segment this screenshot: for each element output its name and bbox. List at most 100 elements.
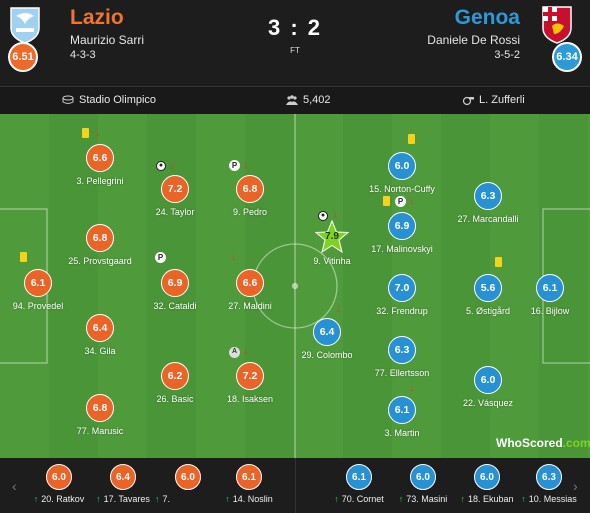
sub-off-icon: ↓: [243, 159, 249, 171]
player-name: 26. Basic: [156, 394, 194, 404]
player-frendrup[interactable]: 7.0 32. Frendrup: [357, 274, 447, 316]
player-pellegrini[interactable]: 6.6 3. Pellegrini: [55, 144, 145, 186]
yellow-card-icon: [82, 128, 89, 138]
player-rating: 6.6: [236, 269, 264, 297]
player-name: 32. Frendrup: [376, 306, 428, 316]
player-rating: 6.8: [86, 224, 114, 252]
player-name: 15. Norton-Cuffy: [369, 184, 435, 194]
home-subs: ‹ 6.0 ↑20. Ratkov 6.4 ↑17. Tavares 6.0 ↑…: [0, 458, 295, 513]
player-bijlow[interactable]: 6.1 16. Bijlow: [505, 274, 590, 316]
goal-ball-icon: ●: [156, 160, 166, 171]
player-rating: 7.0: [388, 274, 416, 302]
player-norton-cuffy[interactable]: 6.0 15. Norton-Cuffy: [357, 152, 447, 194]
venue-info: Stadio Olimpico: [62, 94, 156, 106]
player-name: 5. Østigård: [465, 306, 511, 316]
sub-ekuban[interactable]: 6.0 ↑18. Ekuban: [452, 464, 522, 504]
away-formation: 3-5-2: [494, 49, 520, 61]
venue-name: Stadio Olimpico: [79, 94, 157, 106]
player-gila[interactable]: 6.4 34. Gila: [55, 314, 145, 356]
assist-icon: A: [229, 346, 240, 358]
sub-rating: 6.1: [236, 464, 262, 490]
genoa-crest-icon: [542, 6, 572, 44]
match-score: 3 : 2: [267, 15, 323, 40]
sub-on-icon: ↑: [225, 494, 230, 504]
player-provedel[interactable]: 6.1 94. Provedel: [0, 269, 83, 311]
sub-tavares[interactable]: 6.4 ↑17. Tavares: [88, 464, 158, 504]
sub-player-name: 17. Tavares: [103, 494, 150, 504]
player-name: 22. Vásquez: [462, 398, 514, 408]
player-name: 25. Provstgaard: [68, 256, 132, 266]
sub-ratkov[interactable]: 6.0 ↑20. Ratkov: [24, 464, 94, 504]
player-rating: 6.2: [161, 362, 189, 390]
sub-player-7[interactable]: 6.0 ↑7.: [153, 464, 223, 504]
player-isaksen[interactable]: 7.2 18. Isaksen: [205, 362, 295, 404]
sub-off-icon: ↓: [231, 251, 237, 263]
penalty-icon: P: [155, 252, 166, 263]
player-provstgaard[interactable]: 6.8 25. Provstgaard: [55, 224, 145, 266]
player-marcandalli[interactable]: 6.3 27. Marcandalli: [443, 182, 533, 224]
whistle-icon: [462, 96, 474, 106]
sub-player-name: 73. Masini: [406, 494, 448, 504]
player-martin[interactable]: 6.1 3. Martin: [357, 396, 447, 438]
sub-masini[interactable]: 6.0 ↑73. Masini: [388, 464, 458, 504]
sub-rating: 6.3: [536, 464, 562, 490]
scroll-left-arrow-icon[interactable]: ‹: [12, 478, 17, 494]
player-name: 27. Maldini: [228, 301, 272, 311]
sub-player-name: 18. Ekuban: [467, 494, 514, 504]
match-status: FT: [290, 46, 300, 55]
player-rating: 6.4: [86, 314, 114, 342]
player-cataldi[interactable]: 6.9 32. Cataldi: [130, 269, 220, 311]
player-rating: 6.0: [388, 152, 416, 180]
player-name: 16. Bijlow: [530, 306, 570, 316]
player-vitinha[interactable]: 7.9 9. Vitinha: [287, 220, 377, 266]
player-pedro[interactable]: 6.8 9. Pedro: [205, 175, 295, 217]
player-basic[interactable]: 6.2 26. Basic: [130, 362, 220, 404]
player-taylor[interactable]: 7.2 24. Taylor: [130, 175, 220, 217]
player-name: 24. Taylor: [155, 207, 195, 217]
stadium-icon: [62, 95, 74, 104]
goal-ball-icon: ●: [318, 210, 328, 221]
sub-on-icon: ↑: [33, 494, 39, 504]
sub-messias[interactable]: 6.3 ↑10. Messias: [514, 464, 584, 504]
player-name: 94. Provedel: [12, 301, 64, 311]
player-name: 3. Pellegrini: [76, 176, 124, 186]
player-malinovskyi[interactable]: 6.9 17. Malinovskyi: [357, 212, 447, 254]
away-subs: 6.1 ↑70. Cornet 6.0 ↑73. Masini 6.0 ↑18.…: [295, 458, 590, 513]
player-name: 9. Vitinha: [313, 256, 351, 266]
player-ostigard[interactable]: 5.6 5. Østigård: [443, 274, 533, 316]
home-team-name[interactable]: Lazio: [70, 6, 124, 29]
sub-rating: 6.1: [346, 464, 372, 490]
whoscored-logo: WhoScored.com: [496, 436, 590, 450]
player-rating: 5.6: [474, 274, 502, 302]
player-rating: 6.3: [388, 336, 416, 364]
yellow-card-icon: [495, 257, 502, 267]
sub-noslin[interactable]: 6.1 ↑14. Noslin: [214, 464, 284, 504]
player-vasquez[interactable]: 6.0 22. Vásquez: [443, 366, 533, 408]
crowd-icon: [286, 95, 298, 105]
match-info-bar: Stadio Olimpico 5,402 L. Zufferli: [0, 86, 590, 114]
player-marusic[interactable]: 6.8 77. Marusic: [55, 394, 145, 436]
player-colombo[interactable]: 6.4 29. Colombo: [282, 318, 372, 360]
player-rating: 7.2: [161, 175, 189, 203]
player-name: 29. Colombo: [301, 350, 353, 360]
sub-rating: 6.0: [46, 464, 72, 490]
player-rating: 6.8: [86, 394, 114, 422]
home-team-rating: 6.51: [8, 42, 38, 72]
player-name: 18. Isaksen: [226, 394, 274, 404]
sub-cornet[interactable]: 6.1 ↑70. Cornet: [324, 464, 394, 504]
man-of-the-match-star-icon: 7.9: [315, 220, 349, 254]
player-rating: 6.6: [86, 144, 114, 172]
sub-player-name: 14. Noslin: [232, 494, 273, 504]
away-team-name[interactable]: Genoa: [454, 6, 520, 29]
player-ellertsson[interactable]: 6.3 77. Ellertsson: [357, 336, 447, 378]
sub-on-icon: ↑: [334, 494, 339, 504]
player-rating: 6.1: [388, 396, 416, 424]
player-name: 17. Malinovskyi: [371, 244, 433, 254]
referee-info: L. Zufferli: [462, 94, 525, 106]
scroll-right-arrow-icon[interactable]: ›: [573, 478, 578, 494]
match-header: 6.51 Lazio Maurizio Sarri 4-3-3 3 : 2 FT…: [0, 0, 590, 86]
substitutes-bar: ‹ 6.0 ↑20. Ratkov 6.4 ↑17. Tavares 6.0 ↑…: [0, 458, 590, 513]
player-maldini[interactable]: 6.6 27. Maldini: [205, 269, 295, 311]
sub-player-name: 20. Ratkov: [41, 494, 85, 504]
